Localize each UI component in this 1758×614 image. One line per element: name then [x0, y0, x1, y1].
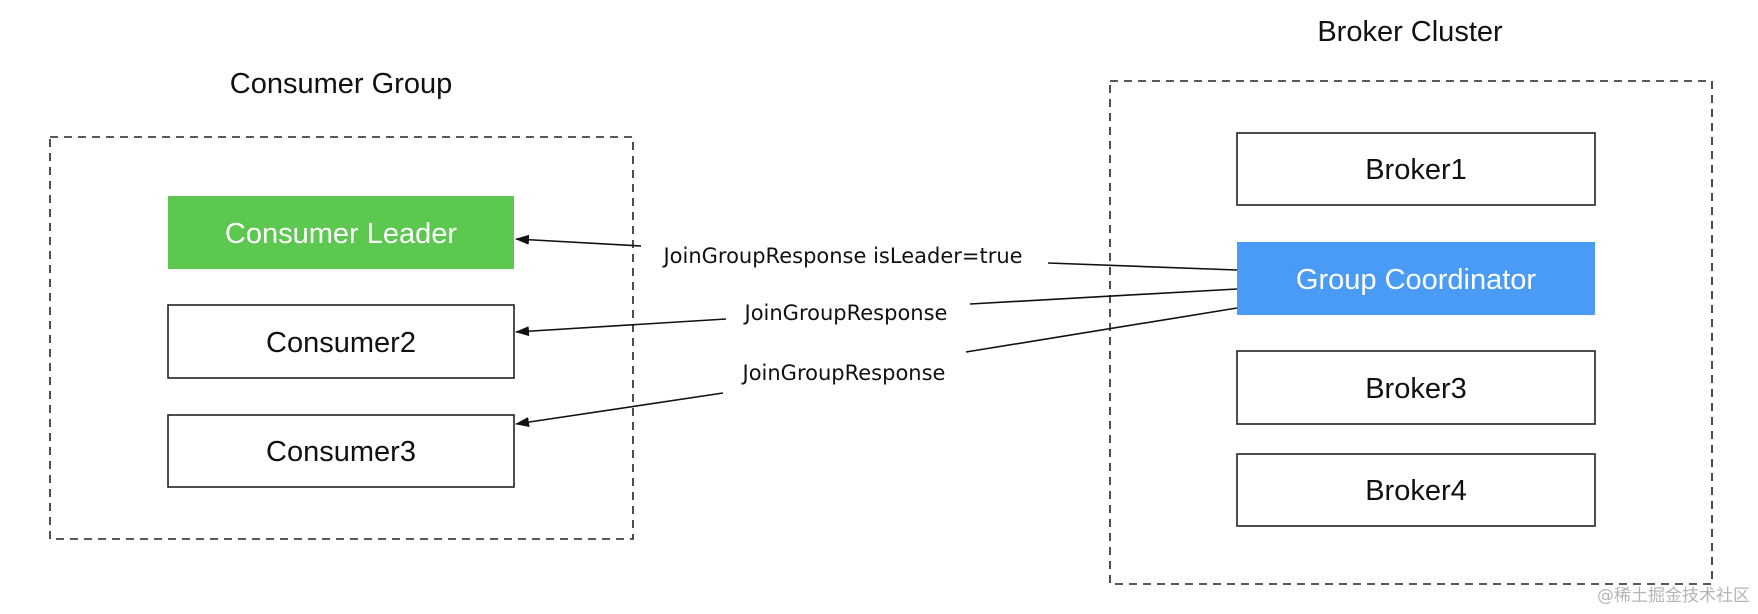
consumer3-label: Consumer3 — [266, 436, 416, 468]
leader-response-line-right — [1047, 262, 1238, 271]
consumer3-response-label: JoinGroupResponse — [741, 361, 946, 385]
consumer2-response-line-left — [515, 318, 727, 337]
consumer3-node: Consumer3 — [167, 414, 515, 488]
consumer2-response-arrow: JoinGroupResponse — [515, 288, 1238, 337]
consumer3-response-arrow: JoinGroupResponse — [515, 307, 1238, 428]
consumer3-response-line-left — [515, 392, 724, 428]
broker1-label: Broker1 — [1365, 154, 1467, 186]
consumer-group-title: Consumer Group — [230, 68, 452, 100]
consumer-leader-label: Consumer Leader — [225, 218, 457, 250]
group-coordinator-label: Group Coordinator — [1296, 264, 1537, 296]
consumer2-box — [167, 304, 515, 379]
broker1-box — [1236, 132, 1596, 206]
consumer-leader-box — [168, 196, 514, 269]
broker-cluster-boundary — [1109, 80, 1713, 585]
consumer3-response-line-right — [965, 307, 1238, 353]
group-coordinator-box — [1237, 242, 1595, 315]
broker4-box — [1236, 453, 1596, 527]
group-coordinator-node: Group Coordinator — [1237, 242, 1595, 315]
leader-response-line-left — [515, 234, 642, 247]
consumer2-response-line-right — [969, 288, 1238, 305]
broker-cluster-title: Broker Cluster — [1317, 16, 1503, 48]
consumer3-box — [167, 414, 515, 488]
consumer2-response-label: JoinGroupResponse — [743, 301, 948, 325]
consumer2-node: Consumer2 — [167, 304, 515, 379]
consumer-leader-node: Consumer Leader — [168, 196, 514, 269]
broker3-node: Broker3 — [1236, 350, 1596, 425]
watermark: @稀土掘金技术社区 — [1597, 586, 1750, 606]
leader-response-arrow: JoinGroupResponse isLeader=true — [515, 234, 1238, 271]
broker1-node: Broker1 — [1236, 132, 1596, 206]
broker4-node: Broker4 — [1236, 453, 1596, 527]
broker3-label: Broker3 — [1365, 373, 1467, 405]
leader-response-label: JoinGroupResponse isLeader=true — [661, 244, 1022, 268]
broker3-box — [1236, 350, 1596, 425]
consumer2-label: Consumer2 — [266, 327, 416, 359]
broker4-label: Broker4 — [1365, 475, 1467, 507]
consumer-group-boundary — [49, 136, 634, 540]
